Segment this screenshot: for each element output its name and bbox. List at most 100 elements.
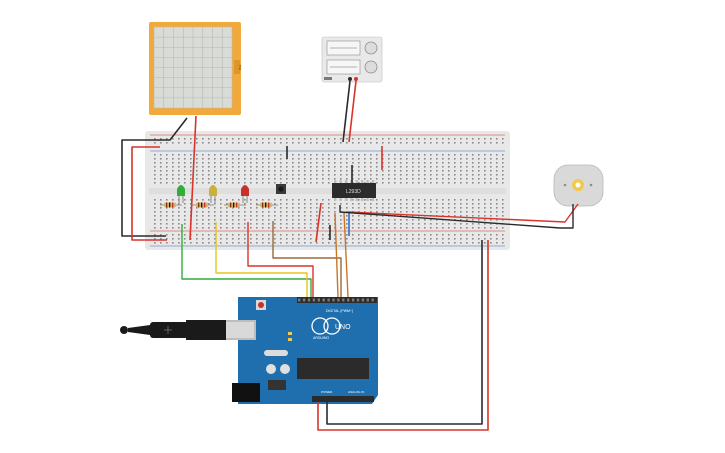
current-knob[interactable] xyxy=(364,60,378,74)
led-red[interactable] xyxy=(241,185,249,203)
wire-black-bottom-loop[interactable] xyxy=(326,240,483,425)
breadboard-hole xyxy=(232,166,234,168)
ic-pin xyxy=(334,180,337,183)
wire-brown[interactable] xyxy=(272,221,342,297)
breadboard-hole xyxy=(358,203,360,205)
breadboard-hole xyxy=(454,223,456,225)
breadboard-hole xyxy=(202,142,204,144)
breadboard-hole xyxy=(322,178,324,180)
breadboard-hole xyxy=(436,227,438,229)
breadboard-hole xyxy=(328,142,330,144)
breadboard-hole xyxy=(478,215,480,217)
breadboard-hole xyxy=(232,142,234,144)
breadboard-hole xyxy=(208,158,210,160)
wire-black-psu[interactable] xyxy=(342,80,351,143)
terminal-red[interactable] xyxy=(354,77,358,81)
power-jack[interactable] xyxy=(232,383,260,402)
breadboard-hole xyxy=(226,158,228,160)
usb-cable[interactable] xyxy=(120,320,226,340)
arduino-uno[interactable]: UNO ARDUINO DIGITAL (PWM~) POWER ANALOG … xyxy=(224,297,378,404)
push-button[interactable] xyxy=(276,184,286,194)
breadboard-hole xyxy=(478,142,480,144)
wire-orange-2[interactable] xyxy=(343,212,349,298)
dc-motor[interactable] xyxy=(553,164,604,207)
breadboard-hole xyxy=(304,158,306,160)
breadboard-hole xyxy=(340,142,342,144)
breadboard-hole xyxy=(502,170,504,172)
wire-black-ground-left[interactable] xyxy=(121,117,188,237)
reset-button-cap[interactable] xyxy=(258,302,264,308)
ic-pin xyxy=(366,198,369,201)
wire-red-oscilloscope[interactable] xyxy=(189,115,197,241)
breadboard-hole xyxy=(346,142,348,144)
resistor-1[interactable] xyxy=(160,202,182,208)
breadboard-hole xyxy=(472,227,474,229)
breadboard-hole xyxy=(292,238,294,240)
breadboard-hole xyxy=(166,211,168,213)
breadboard-hole xyxy=(154,174,156,176)
breadboard-hole xyxy=(394,178,396,180)
wire-red-left[interactable] xyxy=(131,146,167,241)
led-green[interactable] xyxy=(177,185,185,203)
breadboard-hole xyxy=(400,178,402,180)
breadboard-hole xyxy=(370,238,372,240)
wire-green[interactable] xyxy=(181,224,312,297)
breadboard-hole xyxy=(184,174,186,176)
breadboard-hole xyxy=(178,142,180,144)
breadboard[interactable] xyxy=(145,131,510,250)
led-yellow[interactable] xyxy=(209,185,217,203)
wire-orange[interactable] xyxy=(334,212,339,298)
breadboard-hole xyxy=(292,199,294,201)
breadboard-hole xyxy=(460,162,462,164)
breadboard-hole xyxy=(244,207,246,209)
wire-red-bottom-loop[interactable] xyxy=(317,240,489,431)
breadboard-hole xyxy=(298,166,300,168)
breadboard-hole xyxy=(322,211,324,213)
resistor-2[interactable] xyxy=(192,202,214,208)
wire-red-led[interactable] xyxy=(247,222,314,297)
breadboard-hole xyxy=(454,227,456,229)
breadboard-hole xyxy=(304,182,306,184)
breadboard-hole xyxy=(190,154,192,156)
breadboard-hole xyxy=(178,166,180,168)
breadboard-hole xyxy=(226,207,228,209)
breadboard-hole xyxy=(154,170,156,172)
breadboard-hole xyxy=(292,174,294,176)
breadboard-hole xyxy=(202,238,204,240)
breadboard-hole xyxy=(274,138,276,140)
breadboard-hole xyxy=(310,211,312,213)
breadboard-hole xyxy=(214,238,216,240)
breadboard-hole xyxy=(358,154,360,156)
breadboard-hole xyxy=(442,162,444,164)
breadboard-hole xyxy=(412,174,414,176)
breadboard-hole xyxy=(238,199,240,201)
resistor-4[interactable] xyxy=(256,202,278,208)
breadboard-hole xyxy=(154,158,156,160)
terminal-black[interactable] xyxy=(348,77,352,81)
breadboard-hole xyxy=(442,207,444,209)
breadboard-hole xyxy=(262,142,264,144)
breadboard-hole xyxy=(424,227,426,229)
breadboard-hole xyxy=(460,227,462,229)
power-supply[interactable] xyxy=(321,36,383,83)
breadboard-hole xyxy=(382,223,384,225)
breadboard-hole xyxy=(496,227,498,229)
power-switch[interactable] xyxy=(324,77,332,80)
wire-red-psu[interactable] xyxy=(348,80,357,143)
breadboard-hole xyxy=(238,234,240,236)
wire-red-ic-down[interactable] xyxy=(315,202,322,243)
oscilloscope[interactable]: Osc xyxy=(149,22,242,115)
breadboard-hole xyxy=(334,242,336,244)
breadboard-hole xyxy=(244,227,246,229)
ic-l293d[interactable]: L293D xyxy=(332,180,376,201)
breadboard-hole xyxy=(220,142,222,144)
breadboard-hole xyxy=(322,238,324,240)
wire-black-motor[interactable] xyxy=(339,204,574,229)
breadboard-hole xyxy=(184,170,186,172)
resistor-3[interactable] xyxy=(224,202,246,208)
wire-yellow[interactable] xyxy=(215,222,308,297)
breadboard-hole xyxy=(238,223,240,225)
breadboard-hole xyxy=(358,162,360,164)
voltage-knob[interactable] xyxy=(364,41,378,55)
